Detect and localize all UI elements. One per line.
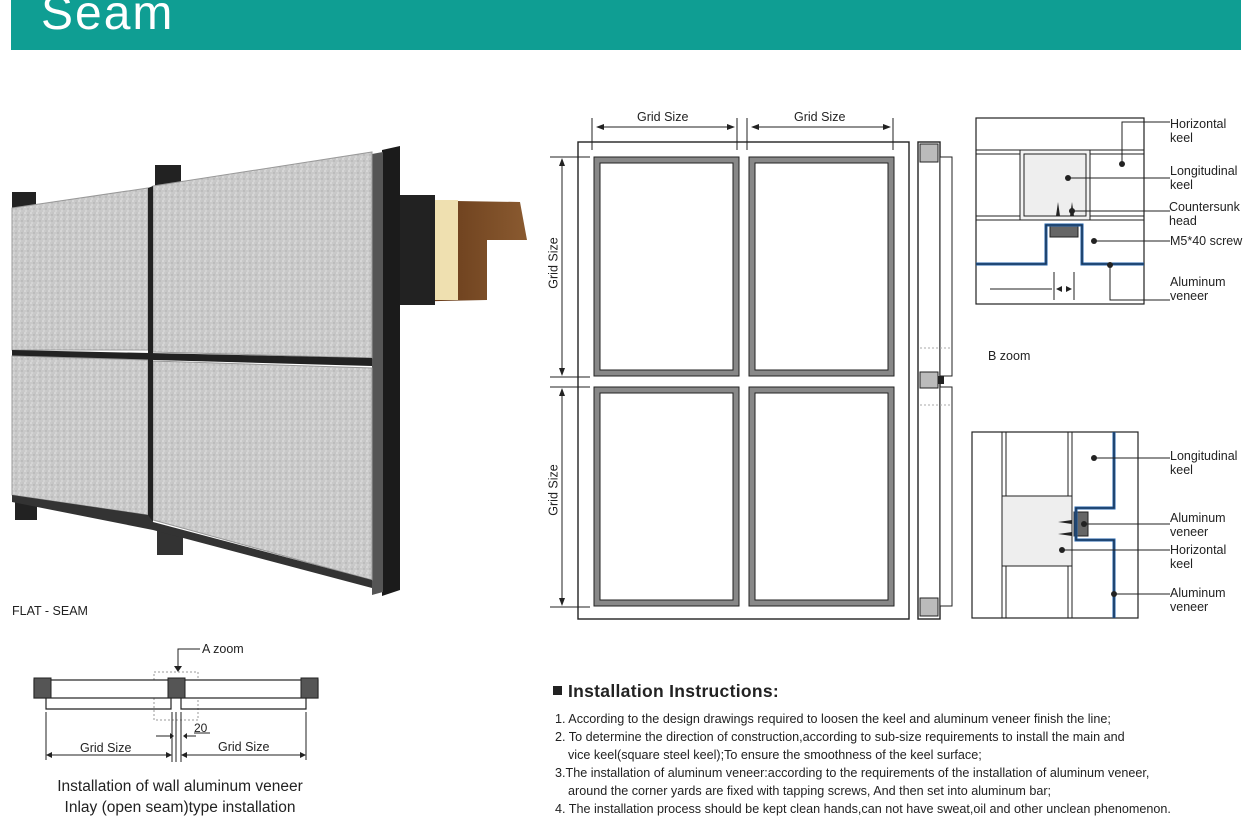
page-title: Seam <box>41 0 175 40</box>
a-dim-left-label: Grid Size <box>80 741 132 755</box>
panel-photo <box>11 146 527 596</box>
a-zoom-label: A zoom <box>202 642 244 656</box>
b-zoom-label: B zoom <box>988 349 1031 363</box>
section-a-diagram <box>33 648 319 762</box>
a-dim-right-label: Grid Size <box>218 740 270 754</box>
detail-bottom-diagram <box>971 431 1170 619</box>
instruction-line: 2. To determine the direction of constru… <box>555 730 1125 744</box>
instruction-line: 3.The installation of aluminum veneer:ac… <box>555 766 1150 780</box>
instruction-line: around the corner yards are fixed with t… <box>568 784 1052 798</box>
photo-label: FLAT - SEAM <box>12 604 88 618</box>
instruction-line: 4. The installation process should be ke… <box>555 802 1171 816</box>
elevation-diagram <box>550 118 953 620</box>
detail-top-diagram <box>975 117 1170 305</box>
instruction-line: vice keel(square steel keel);To ensure t… <box>568 748 982 762</box>
side-dim-bottom-label: Grid Size <box>546 464 561 516</box>
instruction-line: 1. According to the design drawings requ… <box>555 712 1111 726</box>
gap-dimension-label: 20 <box>194 721 208 735</box>
side-dim-top-label: Grid Size <box>546 237 561 289</box>
square-bullet-icon <box>553 686 562 695</box>
top-dim-left-label: Grid Size <box>637 110 689 124</box>
label-m5-screw: M5*40 screw <box>1170 234 1243 248</box>
instructions-title: Installation Instructions: <box>553 681 779 702</box>
header-band: Seam <box>11 0 1241 50</box>
instructions-list: 1. According to the design drawings requ… <box>555 710 1171 818</box>
top-dim-right-label: Grid Size <box>794 110 846 124</box>
section-a-caption: Installation of wall aluminum veneer Inl… <box>30 776 330 818</box>
caption-line-2: Inlay (open seam)type installation <box>64 799 296 816</box>
caption-line-1: Installation of wall aluminum veneer <box>57 778 303 795</box>
